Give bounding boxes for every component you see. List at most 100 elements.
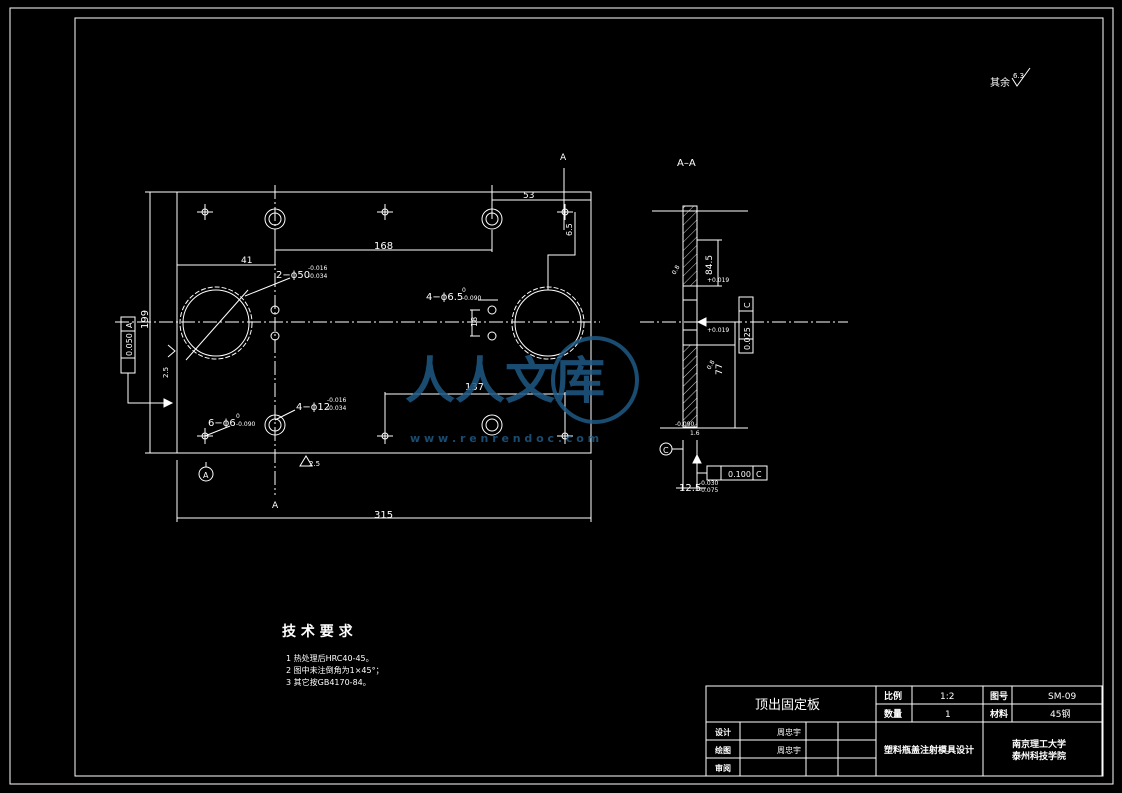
- project-name: 塑料瓶盖注射模具设计: [884, 744, 974, 756]
- par-frame-dividers: [720, 466, 754, 480]
- perp-frame-leader: [127, 373, 170, 404]
- section-bore-edges: [683, 299, 697, 331]
- section-hatch-lower: [682, 344, 698, 428]
- dim-small-left: 2.5: [162, 367, 170, 378]
- par-tol-value: 0.100: [728, 470, 751, 479]
- hole-small-b-tol-lower: -0.090: [236, 421, 256, 428]
- dim-height: 199: [140, 310, 151, 329]
- qty-label: 数量: [884, 708, 902, 720]
- dim-center-spacing: 18: [470, 317, 479, 327]
- section-view-label: A–A: [677, 158, 696, 169]
- dim-right-vertical: 6.5: [565, 223, 574, 236]
- designer-label: 设计: [715, 727, 731, 737]
- watermark-circle-icon: [551, 336, 639, 424]
- dim-width: 315: [374, 510, 393, 521]
- tol-upper-2: +0.019: [707, 327, 729, 334]
- dim-width-lines: [176, 460, 592, 522]
- part-name: 顶出固定板: [755, 698, 820, 713]
- roughness-bottom-symbol: [299, 455, 313, 467]
- title-sign-rows: [706, 739, 876, 759]
- title-block: [705, 685, 1103, 777]
- title-v-dividers: [911, 686, 1013, 776]
- large-hole-outer-right: [511, 286, 585, 360]
- drafter-name: 周忠宇: [777, 745, 801, 755]
- dim-84-5-lines: [697, 239, 722, 287]
- hole-small-b-label: 6−ϕ6: [208, 418, 236, 429]
- large-hole-outer-left: [179, 286, 253, 360]
- leader-12: [274, 409, 296, 421]
- rough-3: 1.6: [690, 430, 700, 437]
- hole-small-a-tol-upper: 0: [462, 287, 466, 294]
- hole-small-a-label: 4−ϕ6.5: [426, 292, 463, 303]
- leader-diagonal: [185, 289, 249, 361]
- dim-168-lines: [274, 230, 493, 252]
- title-block-text: 顶出固定板 比例 1:2 图号 SM-09 数量 1 材料 45钢 设计 周忠宇…: [715, 690, 1076, 773]
- dim-left-offset: 41: [241, 256, 252, 266]
- flat-tolerance-frame: [738, 296, 754, 354]
- material-label: 材料: [989, 708, 1008, 720]
- dim-height-lines: [145, 191, 177, 454]
- scale-label: 比例: [884, 690, 902, 702]
- hole-pin-label: 4−ϕ12: [296, 402, 330, 413]
- leader-50: [244, 277, 291, 297]
- dim-53-lines: [491, 185, 591, 219]
- reviewer-label: 审阅: [715, 763, 731, 773]
- large-hole-left: [182, 289, 250, 357]
- roughness-bottom-value: 2.5: [309, 460, 320, 468]
- drawing-no-value: SM-09: [1048, 692, 1076, 702]
- tech-item: 2 图中未注倒角为1×45°；: [286, 665, 384, 675]
- scale-value: 1:2: [940, 692, 954, 702]
- hole-pin-tol-upper: -0.016: [327, 397, 347, 404]
- outer-border: [9, 7, 1114, 785]
- tol-2: -0.090: [675, 421, 695, 428]
- watermark-url: w w w . r e n r e n d o c . c o m: [410, 432, 599, 445]
- flat-tol-value: 0.025: [743, 327, 752, 350]
- material-value: 45钢: [1050, 708, 1070, 720]
- perp-arrow: [163, 398, 174, 408]
- par-arrow: [692, 453, 702, 464]
- tech-requirements: 技 术 要 求 1 热处理后HRC40-45。 2 图中未注倒角为1×45°； …: [282, 623, 384, 687]
- rough-2: 0.8: [706, 359, 717, 371]
- dim-thickness-tol-upper: -0.030: [699, 480, 719, 487]
- rough-1: 0.8: [671, 264, 682, 276]
- plan-view-text: A A 315 199 168 137 41 53 6.5 18 2.5 2−ϕ…: [125, 153, 574, 521]
- hole-small-a-tol-lower: -0.090: [462, 295, 482, 302]
- dim-18-lines: [470, 309, 480, 337]
- roughness-symbol: [1011, 67, 1031, 87]
- section-marker-bottom: A: [272, 501, 279, 511]
- section-bore: [682, 285, 698, 346]
- drawing-no-label: 图号: [990, 691, 1008, 702]
- pin-hole-inner: [268, 418, 282, 432]
- designer-name: 周忠宇: [777, 727, 801, 737]
- hole-large-tol-upper: -0.016: [308, 265, 328, 272]
- inner-border: [74, 17, 1104, 777]
- title-block-frame: [705, 685, 1103, 777]
- hole-large-label: 2−ϕ50: [276, 270, 310, 281]
- dim-hole-span-top: 168: [374, 241, 393, 252]
- drafter-label: 绘图: [715, 745, 731, 755]
- section-view-text: A–A 84.5 77 12.5 -0.030 -0.075 +0.019 +0…: [663, 158, 762, 494]
- perp-datum: A: [125, 322, 134, 328]
- pin-hole: [264, 208, 286, 230]
- small-holes: [197, 204, 573, 444]
- datum-c-letter: C: [663, 446, 669, 455]
- hole-pin-tol-lower: -0.034: [327, 405, 347, 412]
- tol-upper-1: +0.019: [707, 277, 729, 284]
- section-hatch-upper: [682, 205, 698, 287]
- perp-tolerance-value: 0.050: [125, 333, 134, 356]
- dim-77-lines: [697, 322, 736, 428]
- par-frame-leader: [696, 463, 707, 474]
- pin-hole: [264, 414, 286, 436]
- watermark: 人人文库 w w w . r e n r e n d o c . c o m: [405, 336, 639, 445]
- school-line2: 泰州科技学院: [1011, 750, 1066, 762]
- hole-large-tol-lower: -0.034: [308, 273, 328, 280]
- flat-frame-dividers: [739, 310, 753, 340]
- tech-item: 1 热处理后HRC40-45。: [286, 653, 374, 663]
- dim-hole-span-bottom: 137: [465, 382, 484, 393]
- watermark-logo: 人人文库: [405, 352, 605, 410]
- pin-hole-inner: [268, 212, 282, 226]
- dim-thickness-tol-lower: -0.075: [699, 487, 719, 494]
- surface-note-text: 其余: [990, 76, 1010, 89]
- qty-value: 1: [945, 710, 951, 720]
